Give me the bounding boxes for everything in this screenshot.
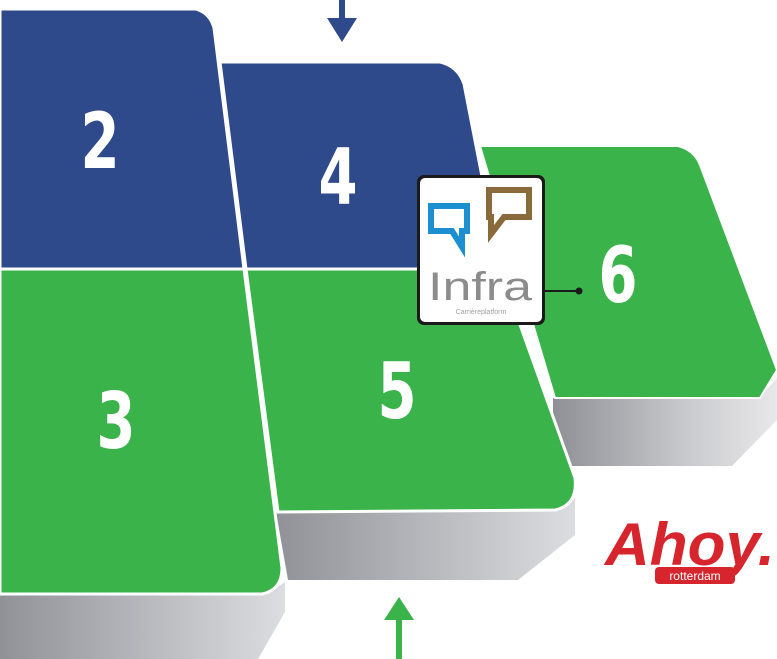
hall-5-number: 5 (377, 347, 416, 438)
hall-3-number: 3 (96, 377, 135, 468)
hall-4-number: 4 (318, 133, 357, 224)
hall-6-number: 6 (598, 231, 637, 322)
blue-speech-bubble-icon (428, 203, 470, 258)
rotterdam-badge-text: rotterdam (669, 569, 720, 583)
rotterdam-badge (655, 567, 735, 584)
ahoy-logo-text: Ahoy. (603, 511, 775, 578)
ahoy-rotterdam-logo: Ahoy. rotterdam (603, 511, 775, 584)
hall-2-floor (0, 7, 246, 271)
booth-connector-dot (575, 287, 583, 295)
hall-3-floor (0, 267, 284, 596)
infra-logo-text: Infra (428, 265, 533, 309)
hall-5-base (276, 498, 575, 580)
hall-2-number: 2 (80, 97, 119, 188)
hall-6-base (553, 378, 777, 466)
entrance-arrow-icon (327, 0, 357, 42)
hall-5-floor (244, 267, 577, 514)
infra-logo-card: Infra Carrièreplatform (417, 175, 545, 325)
infra-logo-subtext: Carrièreplatform (456, 309, 507, 316)
hall-6-floor (478, 145, 777, 399)
hall-3-base (0, 582, 285, 659)
exit-arrow-icon (384, 597, 414, 659)
brown-speech-bubble-icon (486, 187, 532, 243)
